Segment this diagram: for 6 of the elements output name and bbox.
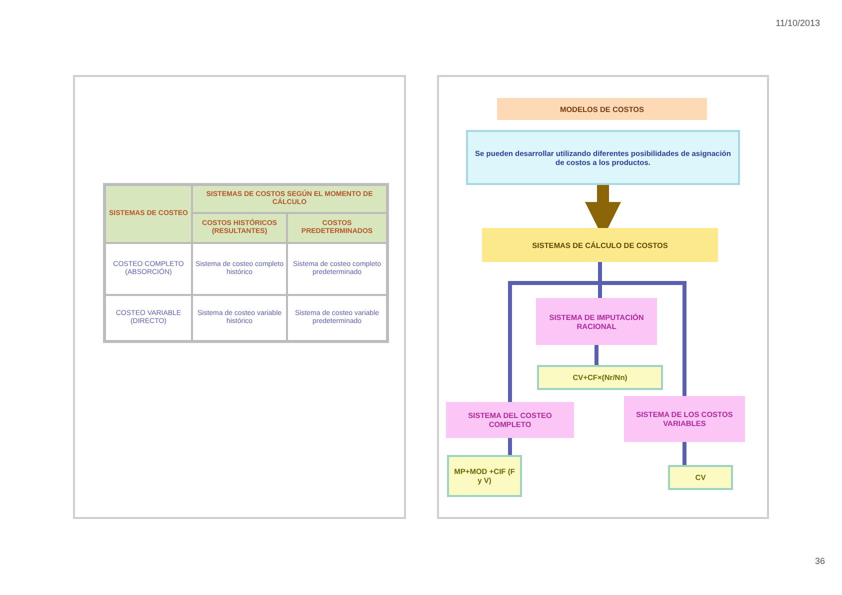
page-number: 36 [814, 556, 825, 568]
connector-line [594, 345, 598, 365]
date-text: 11/10/2013 [774, 18, 820, 30]
connector-line [598, 262, 686, 396]
connector-line [682, 442, 686, 465]
connector-line [508, 438, 512, 455]
